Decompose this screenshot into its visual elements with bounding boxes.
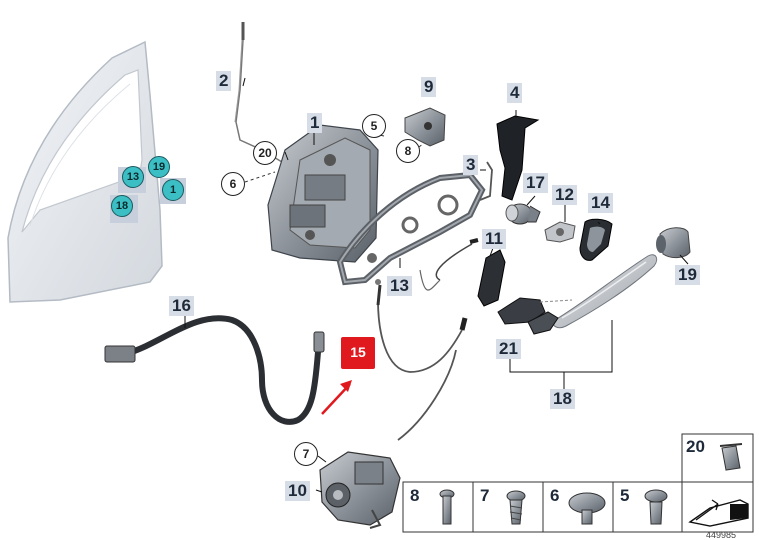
circle-ref-20: 20 xyxy=(253,141,277,165)
outer-handle-18 xyxy=(552,254,658,329)
bowden-cables xyxy=(375,238,479,441)
lock-module-1 xyxy=(267,124,379,263)
table-label-8: 8 xyxy=(410,486,420,505)
cover-4 xyxy=(496,115,540,201)
fastener-6-icon xyxy=(568,492,606,525)
callout-19: 19 xyxy=(675,265,700,285)
table-label-5: 5 xyxy=(620,486,630,505)
tool-icon xyxy=(688,499,749,527)
red-arrow xyxy=(321,380,352,415)
callout-1: 1 xyxy=(307,113,323,133)
callout-10: 10 xyxy=(285,481,310,501)
callout-21: 21 xyxy=(496,339,521,359)
callout-2: 2 xyxy=(216,71,232,91)
callout-4: 4 xyxy=(507,83,523,103)
cable-16 xyxy=(104,315,325,425)
callout-12: 12 xyxy=(552,185,577,205)
door-ref-1: 1 xyxy=(162,179,184,201)
cylinder-17 xyxy=(505,203,541,225)
fasteners xyxy=(439,443,749,527)
callout-13: 13 xyxy=(387,276,412,296)
fastener-5-icon xyxy=(644,489,668,525)
callout-11: 11 xyxy=(482,229,506,249)
callout-16: 16 xyxy=(169,296,194,316)
callout-14: 14 xyxy=(588,193,613,213)
door-ref-13: 13 xyxy=(122,166,144,188)
door-ref-19: 19 xyxy=(148,156,170,178)
handle-carrier-13 xyxy=(336,171,486,286)
gasket-14 xyxy=(579,218,613,261)
cap-19 xyxy=(656,227,691,259)
callout-3: 3 xyxy=(463,155,479,175)
table-label-7: 7 xyxy=(480,486,490,505)
fastener-8-icon xyxy=(439,489,455,525)
part-11 xyxy=(477,249,506,307)
bracket-9 xyxy=(404,107,446,147)
dashed-lines xyxy=(244,131,429,183)
highlight-label-15: 15 xyxy=(341,337,375,369)
callout-18: 18 xyxy=(550,389,575,409)
circle-ref-7: 7 xyxy=(294,442,318,466)
latch-10 xyxy=(319,451,401,529)
rod-3 xyxy=(479,161,493,201)
circle-ref-5: 5 xyxy=(362,114,386,138)
door-ref-18: 18 xyxy=(111,195,133,217)
fastener-20-icon xyxy=(719,443,743,471)
diagram-code: 449985 xyxy=(706,530,737,540)
cable-2 xyxy=(234,22,283,163)
table-label-6: 6 xyxy=(550,486,560,505)
door-shell xyxy=(7,40,163,303)
circle-ref-6: 6 xyxy=(221,172,245,196)
handle-parts-21 xyxy=(497,297,573,335)
table-label-20: 20 xyxy=(686,437,705,456)
circle-ref-8: 8 xyxy=(396,139,420,163)
callout-9: 9 xyxy=(421,77,437,97)
part-12 xyxy=(544,221,576,243)
fastener-table xyxy=(402,433,754,533)
fastener-7-icon xyxy=(506,490,526,525)
callout-17: 17 xyxy=(523,173,548,193)
